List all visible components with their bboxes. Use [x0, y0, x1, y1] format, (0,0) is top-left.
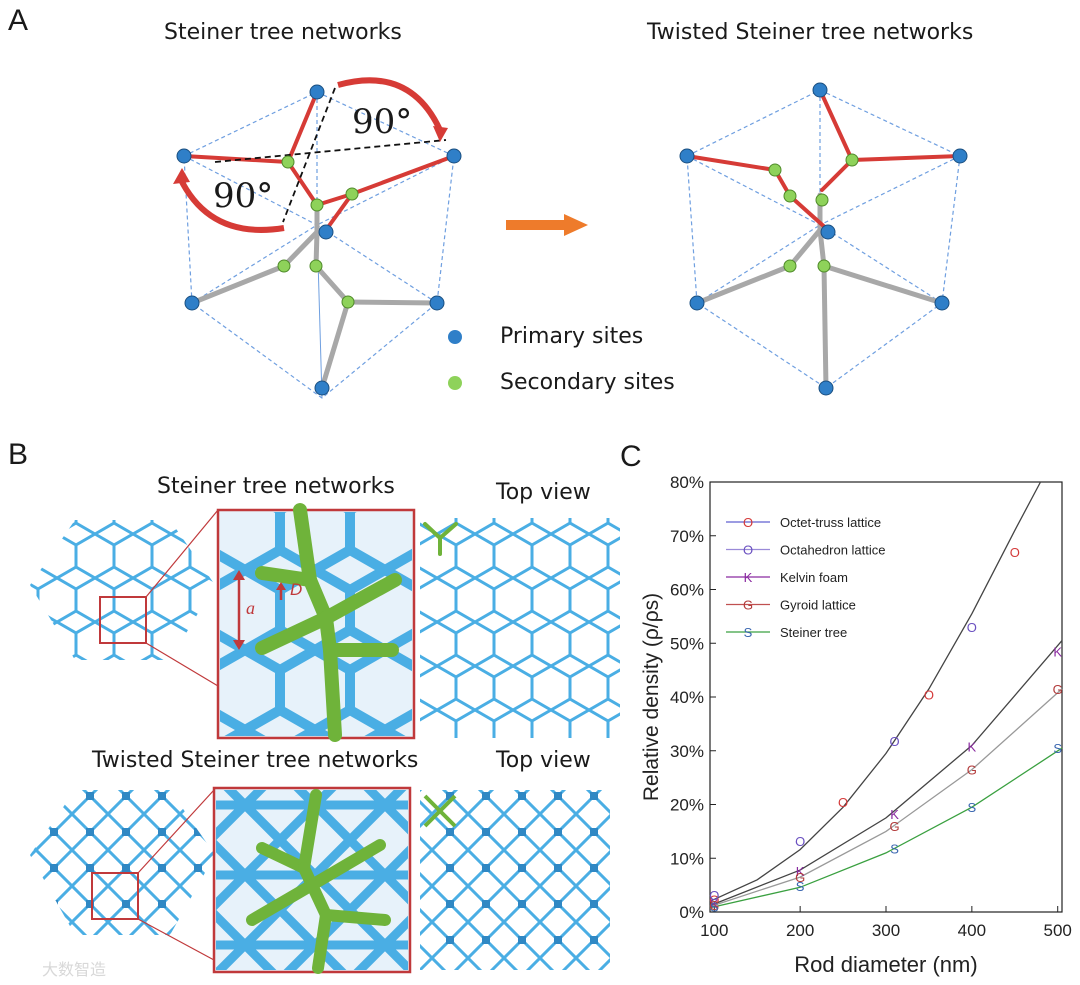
- legend-marker: S: [744, 625, 753, 640]
- y-tick-label: 10%: [670, 849, 704, 868]
- data-point-o: O: [890, 734, 900, 749]
- secondary-site-dot-icon: [448, 376, 462, 390]
- angle-label-lower: 90°: [213, 176, 274, 216]
- panel-b-topview-lower: Top view: [496, 748, 591, 773]
- steiner-overview: [30, 520, 215, 660]
- y-tick-label: 60%: [670, 581, 704, 600]
- fit-curve: [709, 747, 1063, 909]
- primary-site-dot-icon: [448, 330, 462, 344]
- legend-secondary-label: Secondary sites: [500, 370, 675, 395]
- data-point-o: O: [967, 620, 977, 635]
- rod-diameter-label: D: [290, 580, 303, 599]
- panel-b-topview-upper: Top view: [496, 480, 591, 505]
- data-point-o: O: [709, 893, 719, 908]
- panel-c-letter: C: [620, 440, 642, 473]
- fit-curve: [709, 688, 1063, 908]
- y-tick-label: 30%: [670, 742, 704, 761]
- data-point-o: O: [838, 795, 848, 810]
- legend-label: Octahedron lattice: [780, 543, 886, 558]
- data-point-o: O: [795, 834, 805, 849]
- data-point-s: S: [796, 879, 805, 894]
- data-point-s: S: [890, 842, 899, 857]
- data-point-k: K: [710, 896, 719, 911]
- panel-b-title-lower: Twisted Steiner tree networks: [92, 748, 419, 773]
- data-point-g: G: [795, 870, 805, 885]
- legend-label: Octet-truss lattice: [780, 515, 881, 530]
- watermark: 大数智造: [42, 960, 107, 979]
- legend-marker: G: [743, 598, 753, 613]
- legend-label: Steiner tree: [780, 625, 847, 640]
- panel-a-letter: A: [8, 4, 29, 37]
- panel-b-letter: B: [8, 438, 29, 471]
- data-point-o: O: [924, 687, 934, 702]
- lattice-constant-label: a: [246, 598, 255, 618]
- x-axis-label: Rod diameter (nm): [794, 952, 977, 977]
- x-tick-label: 500: [1044, 921, 1072, 940]
- lattice-illustrations: [30, 503, 620, 974]
- y-tick-label: 80%: [670, 473, 704, 492]
- data-point-k: K: [890, 807, 899, 822]
- fit-curve: [709, 640, 1063, 907]
- y-axis-label: Relative density (ρ/ρs): [640, 593, 663, 801]
- y-tick-label: 20%: [670, 796, 704, 815]
- angle-label-upper: 90°: [352, 102, 413, 142]
- data-point-s: S: [710, 900, 719, 915]
- data-point-k: K: [968, 739, 977, 754]
- x-tick-label: 300: [872, 921, 900, 940]
- y-tick-label: 40%: [670, 688, 704, 707]
- panel-a-title-left: Steiner tree networks: [164, 20, 402, 45]
- x-tick-label: 100: [700, 921, 728, 940]
- y-tick-label: 50%: [670, 634, 704, 653]
- twisted-overview: [30, 790, 215, 935]
- legend-primary-label: Primary sites: [500, 324, 644, 349]
- data-point-g: G: [1053, 682, 1063, 697]
- x-tick-label: 400: [958, 921, 986, 940]
- panel-b-title-upper: Steiner tree networks: [157, 474, 395, 499]
- top-view-upper: [420, 518, 620, 738]
- data-point-k: K: [1053, 644, 1062, 659]
- y-tick-label: 70%: [670, 527, 704, 546]
- legend-marker: O: [743, 543, 753, 558]
- twisted-steiner-cell-diagram: [679, 82, 968, 396]
- legend-label: Gyroid lattice: [780, 598, 856, 613]
- fit-curve: [709, 481, 1042, 902]
- zoom-box-upper: [99, 596, 147, 644]
- data-point-g: G: [890, 819, 900, 834]
- legend-label: Kelvin foam: [780, 570, 848, 585]
- transform-arrow-icon: [506, 214, 588, 236]
- data-point-o: O: [1010, 545, 1020, 560]
- x-tick-label: 200: [786, 921, 814, 940]
- data-point-s: S: [968, 800, 977, 815]
- legend-marker: O: [743, 515, 753, 530]
- data-point-o: O: [709, 888, 719, 903]
- panel-a-title-right: Twisted Steiner tree networks: [647, 20, 974, 45]
- data-point-g: G: [967, 763, 977, 778]
- zoom-box-lower: [91, 872, 139, 920]
- y-tick-label: 0%: [679, 903, 704, 922]
- steiner-tree-cell-diagram: [173, 77, 462, 399]
- legend-marker: K: [744, 570, 753, 585]
- density-chart: 0% 10% 20% 30% 40% 50% 60% 70% 80% 100 200 300 400 50…: [640, 473, 1072, 977]
- data-point-g: G: [709, 898, 719, 913]
- data-point-s: S: [1053, 741, 1062, 756]
- data-point-k: K: [796, 864, 805, 879]
